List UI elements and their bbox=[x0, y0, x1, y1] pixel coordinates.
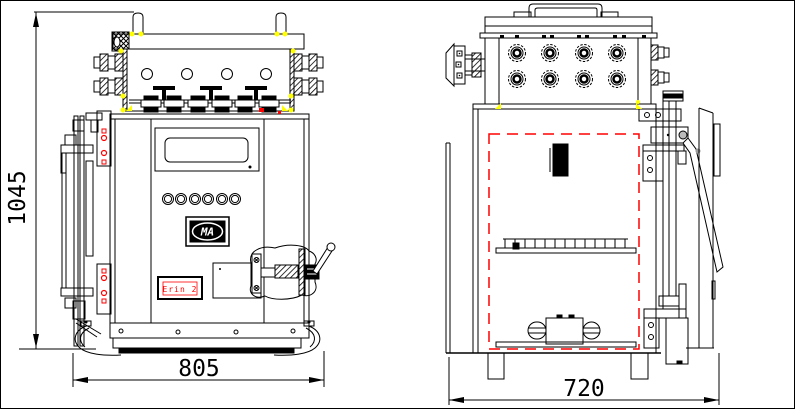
warning-nameplate: Erin 2 bbox=[157, 276, 203, 300]
terminal-box bbox=[122, 48, 295, 113]
cable-entry-bolts bbox=[508, 44, 626, 88]
arrow-up-icon bbox=[33, 13, 39, 27]
body-side bbox=[445, 103, 661, 354]
internal-component-block bbox=[549, 143, 569, 177]
base-feet bbox=[487, 352, 649, 380]
terminal-strip bbox=[495, 238, 637, 254]
skid-curve-right bbox=[273, 320, 321, 356]
panel-outline-dashed bbox=[488, 133, 640, 350]
horn-bracket bbox=[445, 42, 485, 88]
width-dimension-label: 805 bbox=[178, 356, 220, 382]
hinge-plate-upper bbox=[96, 110, 112, 167]
height-dimension-label: 1045 bbox=[5, 170, 31, 225]
nameplate-text: Erin 2 bbox=[163, 285, 198, 294]
side-view: 720 bbox=[445, 3, 724, 405]
arrow-down-icon bbox=[33, 334, 39, 348]
door-front-edge bbox=[445, 142, 451, 353]
arrow-right-icon bbox=[704, 397, 719, 403]
cable-glands-right bbox=[293, 53, 324, 96]
width-dimension: 805 bbox=[72, 351, 325, 387]
height-dimension: 1045 bbox=[5, 11, 134, 350]
door-hinge-mechanism bbox=[60, 110, 112, 347]
front-view: 1045 bbox=[5, 11, 336, 387]
hinge-plate-lower bbox=[96, 263, 112, 315]
base-skid bbox=[74, 320, 321, 356]
motor-component bbox=[495, 314, 637, 348]
arrow-left-icon bbox=[73, 377, 88, 383]
arrow-right-icon bbox=[309, 377, 324, 383]
cable-glands-left bbox=[93, 53, 124, 96]
ma-logo-text: MA bbox=[200, 226, 214, 239]
top-plate-side bbox=[479, 16, 658, 39]
operating-handle bbox=[249, 242, 336, 300]
cabinet-body bbox=[109, 113, 310, 324]
skid-curve-left bbox=[74, 320, 122, 356]
cable-clamps bbox=[140, 95, 280, 113]
depth-dimension-label: 720 bbox=[563, 376, 605, 402]
handle-lever bbox=[312, 242, 336, 275]
lifting-lugs bbox=[132, 12, 287, 34]
indicator-lights bbox=[162, 193, 241, 205]
arrow-left-icon bbox=[449, 397, 464, 403]
cad-red-marks bbox=[259, 108, 281, 114]
t-bolt-handles bbox=[153, 86, 267, 100]
top-plate bbox=[111, 31, 305, 52]
cad-grip-highlights-side bbox=[495, 100, 642, 109]
lcd-display-window bbox=[154, 127, 260, 172]
cable-glands-side bbox=[650, 44, 670, 86]
ma-certification-logo: MA bbox=[185, 216, 230, 247]
door-panel-edge bbox=[686, 107, 721, 349]
cad-grip-highlights bbox=[118, 31, 296, 113]
depth-dimension: 720 bbox=[448, 353, 720, 405]
carrying-handle bbox=[513, 3, 619, 18]
door-lever bbox=[682, 137, 724, 273]
connector-panel bbox=[484, 37, 652, 105]
